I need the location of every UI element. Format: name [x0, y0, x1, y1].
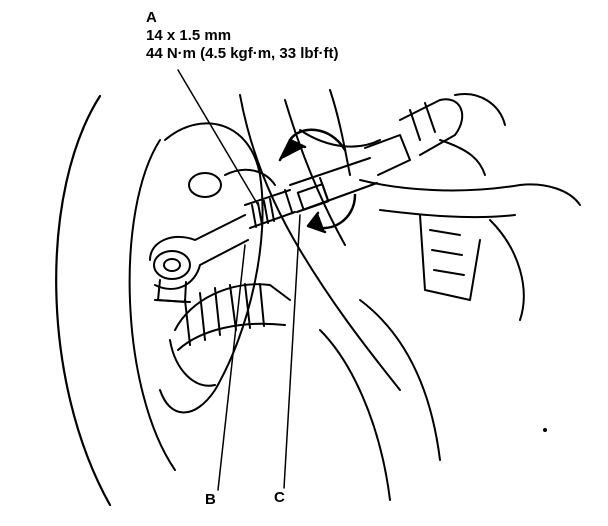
subframe: [359, 179, 581, 206]
callout-b-letter: B: [205, 491, 216, 508]
leader-c: [283, 214, 301, 489]
callout-a-torque-spec: 44 N·m (4.5 kgf·m, 33 lbf·ft): [146, 45, 339, 62]
rotation-arrows: [278, 128, 357, 234]
callout-c-letter: C: [274, 489, 285, 506]
tire-outline: [55, 94, 112, 507]
tie-rod-threads: [244, 189, 296, 229]
leader-a: [177, 69, 259, 206]
hub-disc: [159, 122, 264, 414]
cv-boot: [169, 283, 291, 387]
tie-rod-end: [149, 214, 249, 303]
inner-tie-rod: [284, 157, 378, 213]
leader-b: [217, 244, 246, 491]
tire-inner-arc: [128, 139, 176, 471]
steering-rack: [364, 93, 506, 176]
hub-center: [188, 172, 222, 198]
suspension-arm: [239, 94, 401, 391]
callout-a-letter: A: [146, 9, 157, 26]
callout-a-thread-spec: 14 x 1.5 mm: [146, 27, 232, 44]
